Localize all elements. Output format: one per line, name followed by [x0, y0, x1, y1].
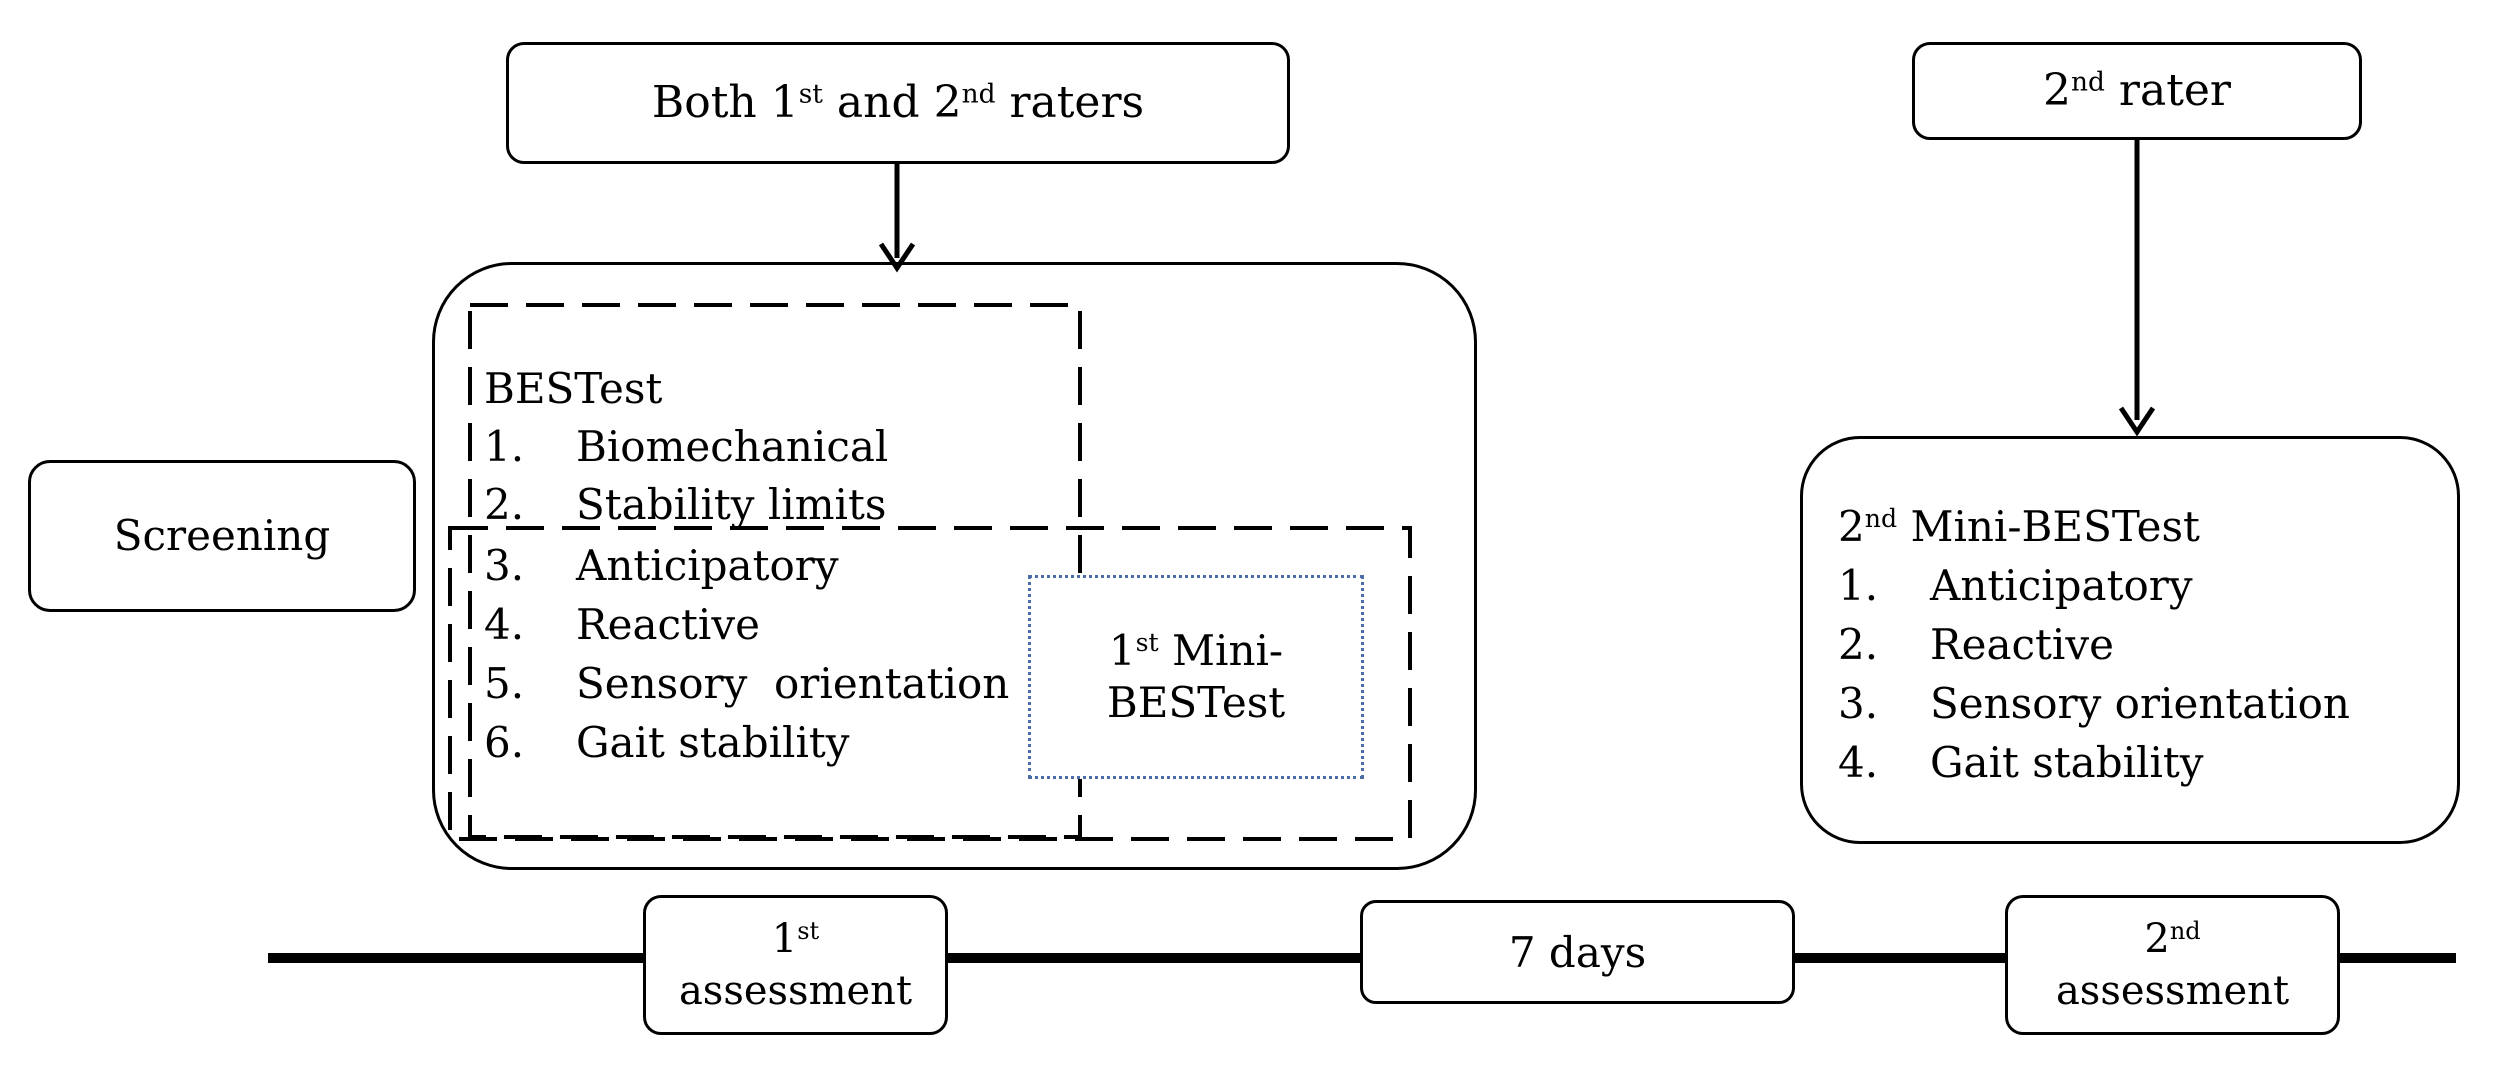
first-assessment-ordinal: 1st	[771, 916, 820, 962]
first-mini-bestest-line2: BESTest	[1106, 678, 1286, 727]
second-mini-item-4: 4.Gait stability	[1838, 738, 2204, 787]
second-rater-label: 2nd rater	[2043, 64, 2231, 116]
bestest-item-5: 5.Sensory orientation	[484, 659, 1010, 708]
bestest-item-2: 2.Stability limits	[484, 480, 887, 529]
second-rater-box: 2nd rater	[1912, 42, 2362, 140]
screening-box: Screening	[28, 460, 416, 612]
second-mini-item-1: 1.Anticipatory	[1838, 561, 2193, 610]
mini-bestest-dashed-frame	[448, 526, 1412, 841]
bestest-title: BESTest	[484, 364, 663, 413]
both-raters-label: Both 1st and 2nd raters	[651, 76, 1145, 128]
bestest-item-6: 6.Gait stability	[484, 718, 850, 767]
first-assessment-label: assessment	[678, 968, 913, 1014]
second-assessment-box: 2nd assessment	[2005, 895, 2340, 1035]
second-mini-bestest-title: 2nd Mini-BESTest	[1838, 502, 2200, 551]
seven-days-label: 7 days	[1508, 927, 1647, 977]
screening-label: Screening	[113, 510, 331, 560]
first-mini-bestest-box: 1st Mini- BESTest	[1028, 575, 1364, 779]
second-assessment-label: assessment	[2055, 968, 2290, 1014]
second-mini-item-2: 2.Reactive	[1838, 620, 2114, 669]
bestest-item-1: 1.Biomechanical	[484, 422, 889, 471]
arrow-head-both	[878, 242, 916, 273]
bestest-dashed-frame	[468, 303, 1082, 839]
arrow-head-second	[2118, 406, 2156, 437]
second-mini-item-3: 3.Sensory orientation	[1838, 679, 2350, 728]
second-mini-bestest-box	[1800, 436, 2460, 844]
first-mini-bestest-line1: 1st Mini-	[1108, 625, 1284, 675]
first-assessment-box: 1st assessment	[643, 895, 948, 1035]
first-assessment-panel	[432, 262, 1477, 870]
second-assessment-ordinal: 2nd	[2144, 916, 2201, 962]
both-raters-box: Both 1st and 2nd raters	[506, 42, 1290, 164]
bestest-item-4: 4.Reactive	[484, 600, 760, 649]
seven-days-box: 7 days	[1360, 900, 1795, 1004]
bestest-item-3: 3.Anticipatory	[484, 541, 839, 590]
